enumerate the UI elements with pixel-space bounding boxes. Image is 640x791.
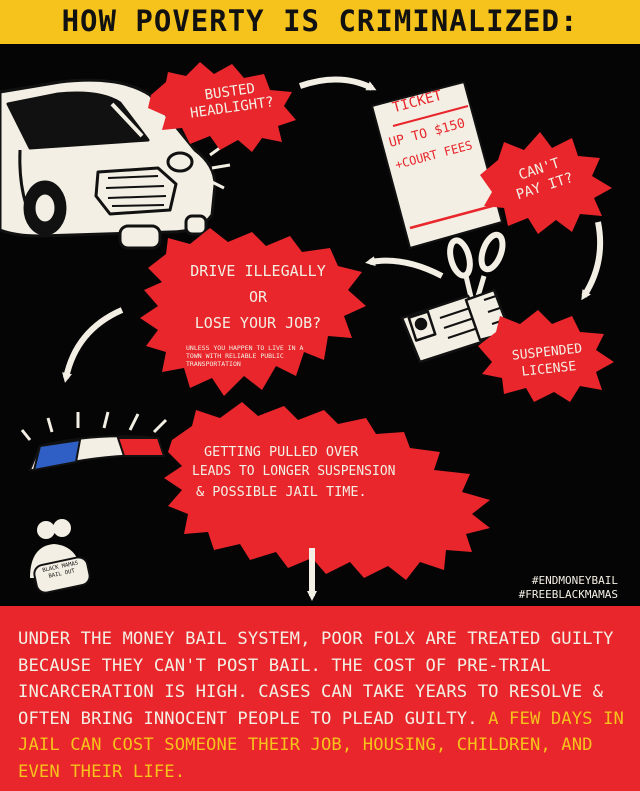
pulled-over-burst <box>164 402 490 580</box>
hashtag-free-black-mamas: #FREEBLACKMAMAS <box>518 588 618 601</box>
pulled-over-line3: & POSSIBLE JAIL TIME. <box>196 484 367 500</box>
suspended-burst <box>478 310 614 402</box>
scissors-license-illustration <box>400 231 512 364</box>
page-title: HOW POVERTY IS CRIMINALIZED: <box>61 4 579 38</box>
cant-pay-burst <box>480 132 612 234</box>
title-bar <box>0 0 640 44</box>
pulled-over-line1: GETTING PULLED OVER <box>204 444 359 460</box>
drive-or-label: OR <box>248 288 268 306</box>
bottom-panel <box>0 606 640 791</box>
drive-illegally-label: DRIVE ILLEGALLY <box>190 262 326 280</box>
siren-light-illustration <box>20 411 168 472</box>
bottom-highlight-text: A FEW DAYS IN JAIL CAN COST SOMEONE THEI… <box>18 708 624 782</box>
arrow-headlight-to-ticket <box>299 76 377 91</box>
bottom-main-text: UNDER THE MONEY BAIL SYSTEM, POOR FOLX A… <box>18 629 614 729</box>
arrow-license-to-drive <box>365 256 444 279</box>
arrow-drive-to-siren <box>62 307 124 383</box>
drive-illegally-burst <box>140 228 366 396</box>
public-transport-note: UNLESS YOU HAPPEN TO LIVE IN A TOWN WITH… <box>186 344 304 368</box>
car-illustration <box>0 78 231 250</box>
arrow-cantpay-to-license <box>581 221 604 301</box>
lose-job-label: LOSE YOUR JOB? <box>194 314 322 332</box>
ticket-paper <box>370 80 504 250</box>
hashtag-end-money-bail: #ENDMONEYBAIL <box>531 574 618 587</box>
bottom-explanation: UNDER THE MONEY BAIL SYSTEM, POOR FOLX A… <box>18 626 628 786</box>
pulled-over-line2: LEADS TO LONGER SUSPENSION <box>192 464 396 479</box>
headlight-burst <box>148 62 296 152</box>
